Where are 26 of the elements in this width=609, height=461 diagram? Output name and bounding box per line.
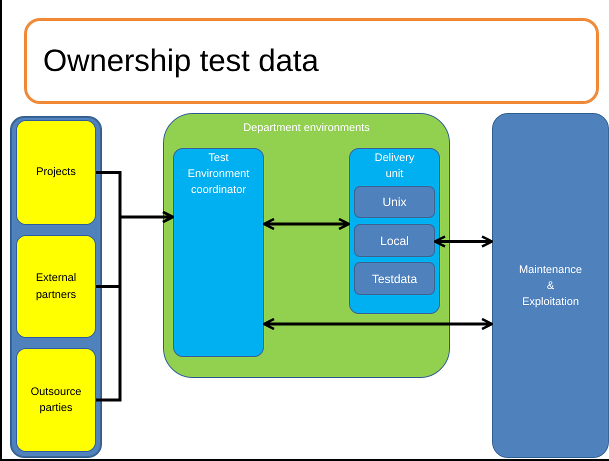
panel-background xyxy=(10,116,102,458)
process-box xyxy=(16,120,96,225)
process-box xyxy=(354,224,435,257)
node-label: Maintenance & Exploitation xyxy=(518,262,583,310)
process-box xyxy=(16,348,96,452)
process-box xyxy=(354,262,435,295)
title-box: Ownership test data xyxy=(24,18,599,104)
process-box xyxy=(173,148,264,357)
node-label: Department environments xyxy=(243,121,370,136)
node-label: Outsource parties xyxy=(30,384,82,416)
process-box xyxy=(354,186,435,218)
node-label: Unix xyxy=(382,194,406,211)
node-label: External partners xyxy=(34,271,78,302)
arrow xyxy=(434,235,494,248)
node-label: Delivery unit xyxy=(374,151,416,182)
node-label: Test Environment coordinator xyxy=(186,151,250,198)
process-box xyxy=(492,113,609,458)
node-label: Local xyxy=(380,232,409,250)
node-label: Projects xyxy=(36,165,76,180)
node-label: Testdata xyxy=(372,270,418,288)
arrow xyxy=(262,218,350,230)
group-box xyxy=(163,113,450,378)
arrow xyxy=(262,318,494,330)
arrow xyxy=(96,210,174,402)
process-box xyxy=(16,235,96,338)
group-box xyxy=(349,148,440,314)
